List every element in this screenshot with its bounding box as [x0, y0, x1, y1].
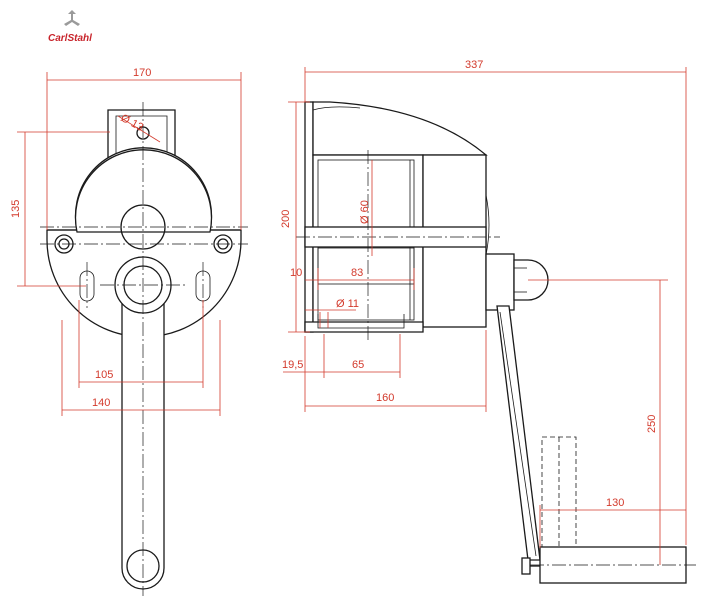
base-foot [317, 314, 405, 329]
dim-handle-length: 130 [606, 497, 624, 509]
logo-hook-icon [64, 10, 80, 26]
dim-drum-diameter: Ø 60 [359, 200, 371, 224]
side-dimensions: 337 200 Ø 60 10 83 Ø 11 19,5 65 160 [280, 59, 687, 565]
logo-text: CarlStahl [48, 33, 92, 44]
crank-hub-side [485, 253, 515, 311]
dim-hole-diameter: Ø 13 [119, 112, 146, 134]
dim-overall-length: 337 [465, 59, 483, 71]
top-cover [312, 101, 488, 156]
bolt-right-outer [213, 234, 233, 254]
housing-disk-front [74, 149, 213, 233]
front-view [40, 102, 248, 596]
dim-front-height: 135 [10, 200, 22, 218]
dim-base-spacing: 65 [352, 359, 364, 371]
dim-bolt-diameter: Ø 11 [336, 298, 359, 310]
slot-left [79, 270, 95, 302]
side-view [296, 101, 696, 584]
dim-front-width: 170 [133, 67, 151, 79]
base-plate [304, 321, 424, 333]
mounting-bracket [107, 109, 176, 168]
dim-offset: 10 [290, 267, 302, 279]
crank-arm-side [496, 305, 541, 561]
dim-base-offset: 19,5 [282, 359, 303, 371]
dim-drum-length: 83 [351, 267, 363, 279]
dim-crank-radius: 250 [646, 415, 658, 433]
drum-flange-lower [317, 247, 415, 285]
dim-hole-spacing-outer: 140 [92, 397, 110, 409]
top-cover-edge [312, 106, 361, 111]
side-mounting-plate [304, 101, 314, 333]
brand-logo: CarlStahl [48, 10, 92, 44]
dim-side-height: 200 [280, 210, 292, 228]
slot-right [195, 270, 211, 302]
dim-housing-length: 160 [376, 392, 394, 404]
mounting-bracket-inner [115, 115, 168, 162]
dim-hole-spacing-inner: 105 [95, 369, 113, 381]
drum-hole [120, 204, 166, 250]
handle-pin [521, 557, 531, 575]
